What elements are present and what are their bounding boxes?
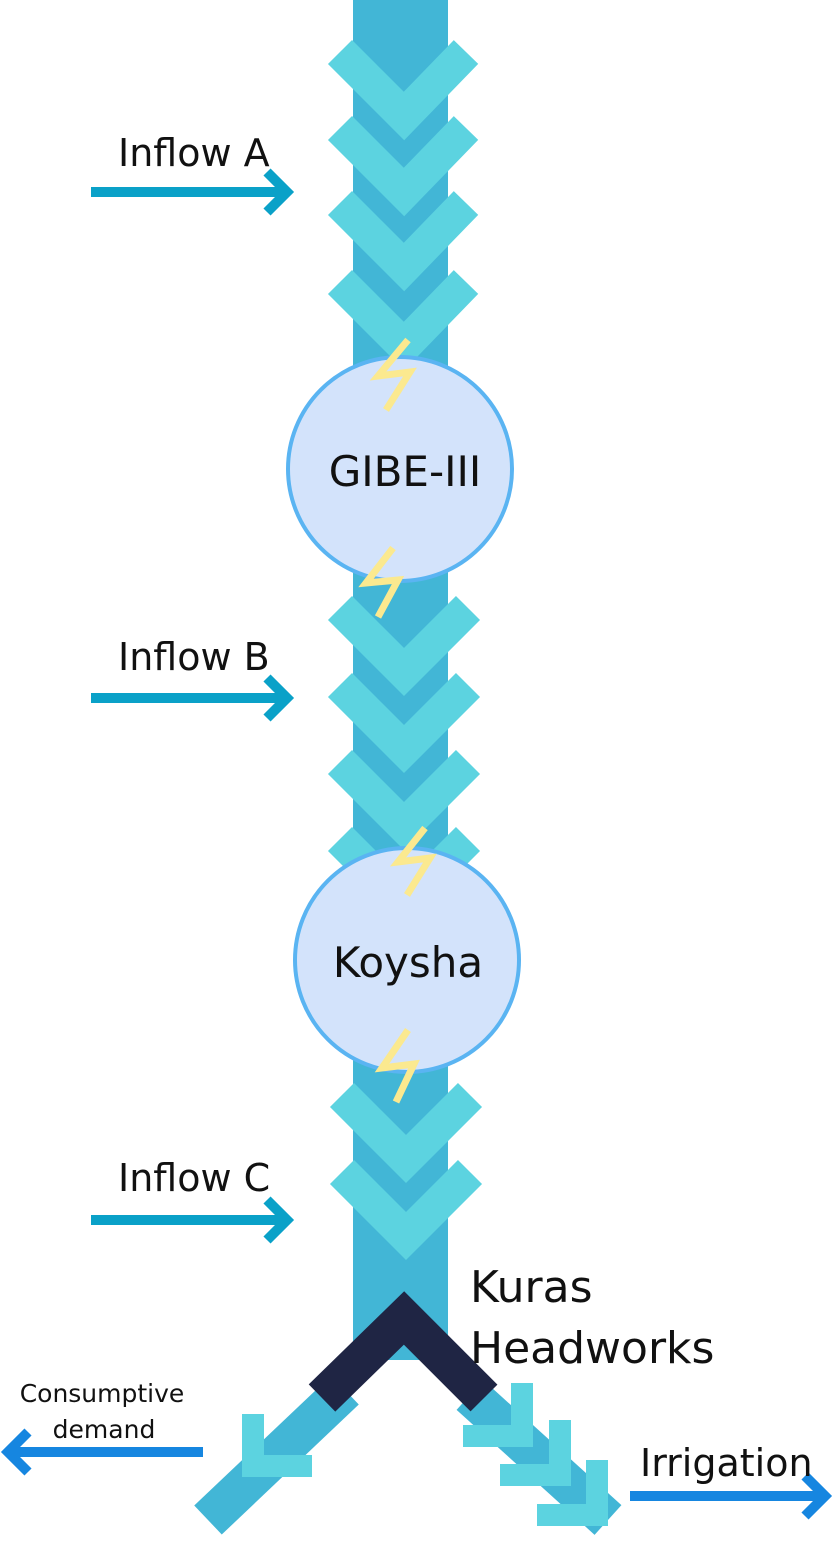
flow-chevron xyxy=(329,1159,483,1261)
outflow-arrows xyxy=(0,1428,833,1520)
right-branch-channel xyxy=(456,1380,622,1535)
inflow-arrowhead-c xyxy=(263,1196,295,1244)
branch-chevron-left xyxy=(242,1414,312,1477)
irrigation-arrowhead xyxy=(801,1472,833,1520)
lightning-icon xyxy=(358,545,405,619)
inflow-arrowhead-a xyxy=(263,168,295,216)
flow-chevron xyxy=(327,115,479,217)
inflow-a-label: Inflow A xyxy=(118,131,270,175)
flow-chevron xyxy=(327,595,481,697)
flow-chevron xyxy=(329,1082,483,1184)
branch-chevron-right xyxy=(537,1460,608,1526)
flow-chevron xyxy=(327,749,481,851)
headworks-label-line1: Kuras xyxy=(470,1262,593,1313)
consumptive-arrowhead xyxy=(0,1428,32,1476)
inflow-b-label: Inflow B xyxy=(118,635,270,679)
inflow-arrows xyxy=(91,168,295,1244)
lightning-icon xyxy=(374,1028,420,1104)
lightning-icons xyxy=(358,337,437,1104)
reservoir-koysha-label: Koysha xyxy=(333,938,483,987)
consumptive-demand-label-line1: Consumptive xyxy=(20,1379,185,1408)
branch-chevrons xyxy=(242,1383,608,1526)
flow-chevron xyxy=(327,190,479,292)
inflow-arrowhead-b xyxy=(263,674,295,722)
headworks-label-line2: Headworks xyxy=(470,1323,714,1374)
reservoir-gibe-iii-label: GIBE-III xyxy=(329,447,482,496)
irrigation-label: Irrigation xyxy=(640,1441,813,1485)
lightning-icon xyxy=(389,825,437,897)
flow-chevron xyxy=(327,39,479,141)
inflow-c-label: Inflow C xyxy=(118,1156,270,1200)
branch-chevron-right xyxy=(463,1383,533,1447)
consumptive-demand-label-line2: demand xyxy=(53,1415,156,1444)
branch-chevron-right xyxy=(500,1420,571,1486)
lightning-icon xyxy=(369,337,417,412)
flow-chevron xyxy=(327,672,481,774)
headworks-structure xyxy=(308,1291,498,1412)
